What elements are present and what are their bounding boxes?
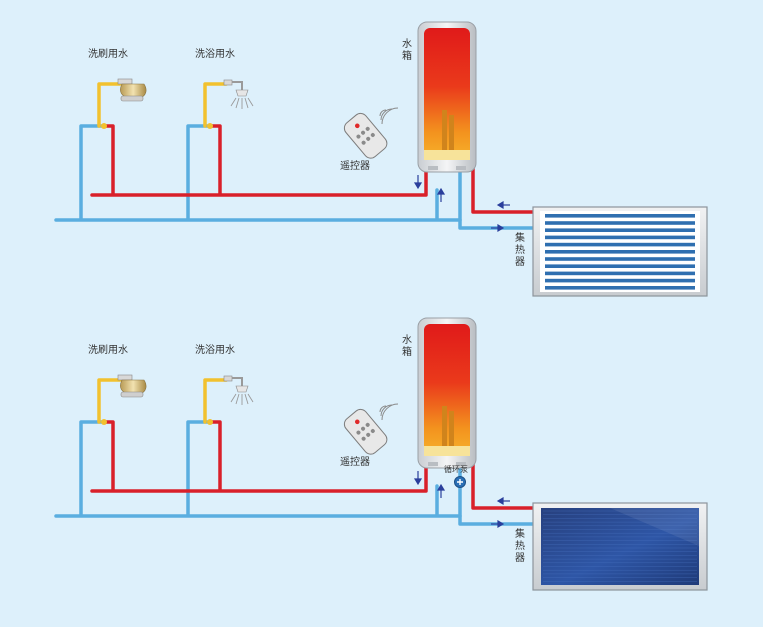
sink-fixture-pipe bbox=[97, 82, 122, 128]
shower-icon bbox=[223, 79, 254, 109]
shower-icon bbox=[223, 375, 254, 405]
collector-tubes bbox=[545, 214, 695, 290]
water-tank-icon bbox=[417, 317, 477, 469]
faucet-icon bbox=[117, 374, 147, 398]
collector-label-char: 热 bbox=[515, 243, 525, 256]
collector-tube bbox=[545, 271, 695, 276]
faucet-icon bbox=[117, 78, 147, 102]
flow-arrows bbox=[413, 471, 510, 529]
collector-tube bbox=[545, 264, 695, 268]
flow-arrows bbox=[413, 175, 510, 233]
collector-label-char: 集 bbox=[515, 527, 525, 540]
arrow-left-icon bbox=[496, 496, 510, 506]
arrow-up-icon bbox=[436, 483, 446, 498]
pump-icon bbox=[454, 476, 466, 488]
collector-tube bbox=[545, 278, 695, 283]
signal-waves-icon bbox=[379, 403, 399, 421]
sink-water-label: 洗刷用水 bbox=[88, 48, 128, 60]
pipe-joint bbox=[101, 123, 107, 129]
collector-hot-pipe bbox=[471, 161, 537, 214]
tank-label-char: 水 bbox=[402, 38, 412, 50]
sink-water-label: 洗刷用水 bbox=[88, 344, 128, 356]
remote-label: 遥控器 bbox=[340, 455, 370, 468]
arrow-down-icon bbox=[413, 471, 423, 486]
tank-label-char: 箱 bbox=[402, 49, 412, 62]
diagram-top: 洗刷用水 洗浴用水 水 箱 遥控器 集 热 器 bbox=[54, 21, 708, 297]
collector-fins bbox=[543, 510, 697, 582]
pipe-network bbox=[54, 378, 537, 526]
collector-label-char: 集 bbox=[515, 231, 525, 244]
collector-tube bbox=[545, 214, 695, 218]
collector-hot-pipe bbox=[471, 457, 537, 510]
water-tank-icon bbox=[417, 21, 477, 173]
shower-water-label: 洗浴用水 bbox=[195, 344, 235, 356]
collector-label-char: 器 bbox=[515, 256, 525, 268]
tank-label-char: 箱 bbox=[402, 345, 412, 358]
shower-fixture-pipe bbox=[203, 378, 228, 424]
collector-tube bbox=[545, 242, 695, 247]
collector-cold-pipe bbox=[458, 514, 537, 526]
labels: 洗刷用水 洗浴用水 水 箱 遥控器 集 热 器 bbox=[88, 38, 525, 268]
sink-fixture-pipe bbox=[97, 378, 122, 424]
pipe-network bbox=[54, 82, 537, 230]
cold-water-pipe bbox=[54, 420, 462, 518]
remote-control-icon bbox=[343, 112, 388, 159]
collector-label-char: 热 bbox=[515, 539, 525, 552]
arrow-down-icon bbox=[413, 175, 423, 190]
remote-label: 遥控器 bbox=[340, 159, 370, 172]
collector-tube bbox=[545, 235, 695, 240]
shower-water-label: 洗浴用水 bbox=[195, 48, 235, 60]
arrow-up-icon bbox=[436, 187, 446, 202]
arrow-right-icon bbox=[491, 519, 505, 529]
collector-cold-pipe bbox=[458, 218, 537, 230]
collector-label-char: 器 bbox=[515, 552, 525, 564]
signal-waves-icon bbox=[379, 107, 399, 125]
remote-control-icon bbox=[343, 408, 388, 455]
cold-water-pipe bbox=[54, 124, 462, 222]
arrow-left-icon bbox=[496, 200, 510, 210]
pipe-joint bbox=[101, 419, 107, 425]
pump-label: 循环泵 bbox=[444, 464, 468, 474]
flat-plate-collector-icon bbox=[532, 502, 708, 591]
tube-collector-icon bbox=[532, 206, 708, 297]
collector-tube bbox=[545, 221, 695, 225]
tank-label-char: 水 bbox=[402, 334, 412, 346]
collector-tube bbox=[545, 257, 695, 261]
pipe-joint bbox=[207, 123, 213, 129]
labels: 洗刷用水 洗浴用水 水 箱 遥控器 循环泵 集 热 器 bbox=[88, 334, 525, 564]
collector-tube bbox=[545, 228, 695, 232]
pipe-joint bbox=[207, 419, 213, 425]
collector-tube bbox=[545, 250, 695, 254]
collector-tube bbox=[545, 286, 695, 290]
arrow-right-icon bbox=[491, 223, 505, 233]
diagram-bottom: 洗刷用水 洗浴用水 水 箱 遥控器 循环泵 集 热 器 bbox=[54, 317, 708, 591]
shower-fixture-pipe bbox=[203, 82, 228, 128]
